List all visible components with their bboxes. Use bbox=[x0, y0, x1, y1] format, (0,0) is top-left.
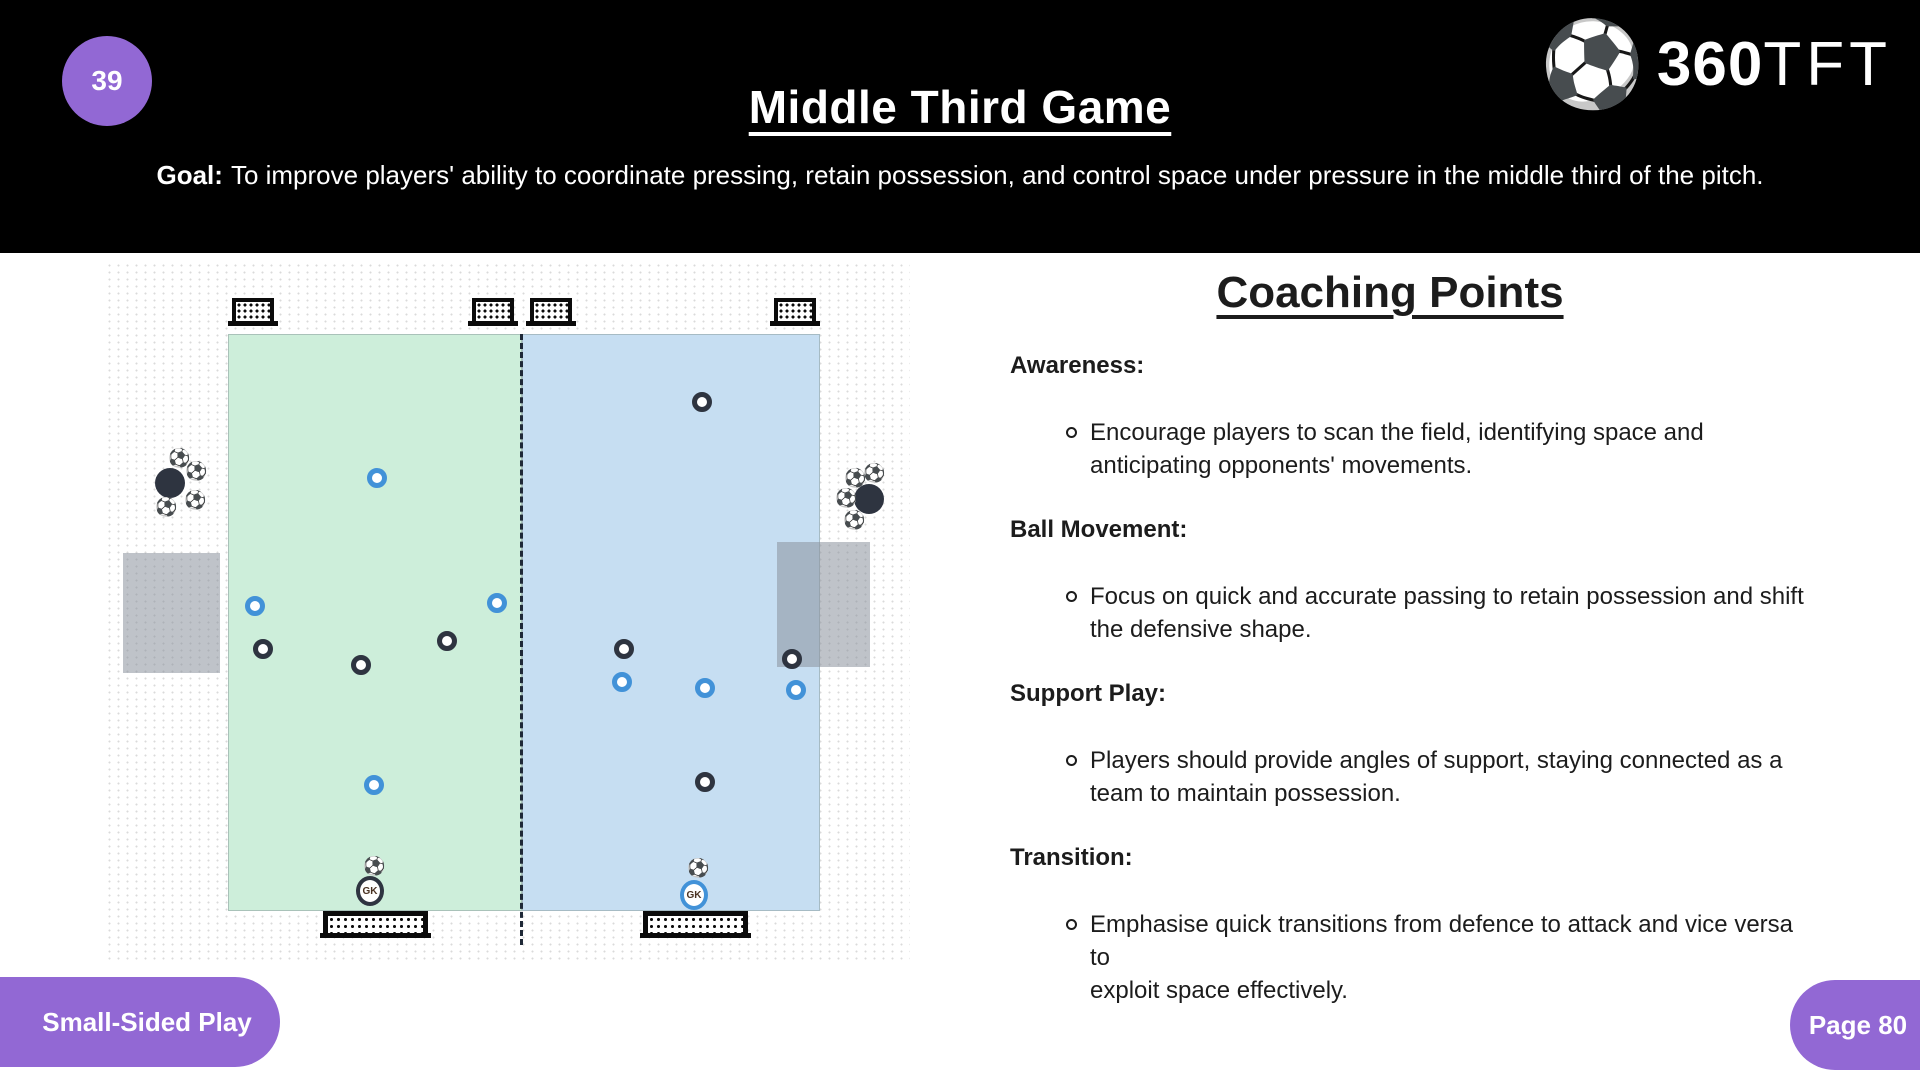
goal-statement: Goal:To improve players' ability to coor… bbox=[0, 160, 1920, 191]
soccer-ball-icon: ⚽ bbox=[185, 461, 208, 482]
section-label-transition: Transition: bbox=[1010, 844, 1133, 871]
goalkeeper-marker: GK bbox=[356, 876, 384, 906]
soccer-ball-icon: ⚽ bbox=[843, 510, 866, 531]
blue-team-player-marker bbox=[612, 672, 632, 692]
coach-zone bbox=[777, 542, 870, 667]
header: 39 Middle Third Game Goal:To improve pla… bbox=[0, 0, 1920, 253]
logo-text-tft: TFT bbox=[1763, 29, 1892, 99]
coaching-point: Encourage players to scan the field, ide… bbox=[1066, 416, 1810, 482]
coaching-points-panel: Coaching Points Awareness: Encourage pla… bbox=[970, 262, 1810, 1007]
goal-text: To improve players' ability to coordinat… bbox=[230, 160, 1764, 190]
halfway-divider bbox=[520, 334, 523, 945]
soccer-ball-icon: ⚽ bbox=[835, 488, 858, 509]
section-points: Players should provide angles of support… bbox=[970, 744, 1810, 810]
coach-zone bbox=[123, 553, 220, 673]
category-pill: Small-Sided Play bbox=[0, 977, 280, 1067]
dark-team-player-marker bbox=[782, 649, 802, 669]
blue-team-player-marker bbox=[367, 468, 387, 488]
blue-team-player-marker bbox=[487, 593, 507, 613]
goal-label: Goal: bbox=[156, 160, 223, 190]
soccer-ball-icon: ⚽ bbox=[184, 490, 207, 511]
coaching-point: Emphasise quick transitions from defence… bbox=[1066, 908, 1810, 1007]
soccer-ball-icon: ⚽ bbox=[363, 856, 386, 877]
blue-team-player-marker bbox=[695, 678, 715, 698]
drill-number-badge: 39 bbox=[62, 36, 152, 126]
blue-team-player-marker bbox=[786, 680, 806, 700]
section-points: Emphasise quick transitions from defence… bbox=[970, 908, 1810, 1007]
coaching-point: Focus on quick and accurate passing to r… bbox=[1066, 580, 1810, 646]
section-points: Encourage players to scan the field, ide… bbox=[970, 416, 1810, 482]
dark-team-player-marker bbox=[437, 631, 457, 651]
soccer-ball-icon: ⚽ bbox=[844, 468, 867, 489]
blue-team-player-marker bbox=[364, 775, 384, 795]
section-points: Focus on quick and accurate passing to r… bbox=[970, 580, 1810, 646]
coaching-point: Players should provide angles of support… bbox=[1066, 744, 1810, 810]
mini-goal-icon bbox=[526, 298, 576, 326]
mini-goal-icon bbox=[770, 298, 820, 326]
goalkeeper-marker: GK bbox=[680, 880, 708, 910]
drill-diagram: GK⚽GK⚽⚽⚽⚽⚽⚽⚽⚽⚽ bbox=[105, 262, 910, 960]
coach-marker bbox=[155, 468, 185, 498]
page-number-pill: Page 80 bbox=[1790, 980, 1920, 1070]
goal-icon bbox=[640, 911, 751, 938]
soccer-ball-icon: ⚽ bbox=[155, 497, 178, 518]
soccer-ball-icon: ⚽ bbox=[687, 858, 710, 879]
mini-goal-icon bbox=[468, 298, 518, 326]
dark-team-player-marker bbox=[253, 639, 273, 659]
soccer-ball-icon: ⚽ bbox=[168, 448, 191, 469]
dark-team-player-marker bbox=[614, 639, 634, 659]
mini-goal-icon bbox=[228, 298, 278, 326]
coach-marker bbox=[854, 484, 884, 514]
soccer-ball-logo-icon: ⚽ bbox=[1540, 15, 1645, 113]
coaching-points-heading: Coaching Points bbox=[1216, 268, 1564, 317]
section-label-awareness: Awareness: bbox=[1010, 352, 1145, 379]
dark-team-player-marker bbox=[695, 772, 715, 792]
pitch-half-green bbox=[228, 334, 522, 911]
soccer-ball-icon: ⚽ bbox=[863, 463, 886, 484]
dark-team-player-marker bbox=[692, 392, 712, 412]
brand-logo: ⚽ 360 TFT bbox=[1540, 22, 1892, 106]
pitch-half-blue bbox=[522, 334, 820, 911]
section-label-support-play: Support Play: bbox=[1010, 680, 1167, 707]
section-label-ball-movement: Ball Movement: bbox=[1010, 516, 1188, 543]
goal-icon bbox=[320, 911, 431, 938]
blue-team-player-marker bbox=[245, 596, 265, 616]
dark-team-player-marker bbox=[351, 655, 371, 675]
page-title: Middle Third Game bbox=[748, 81, 1172, 133]
logo-text-360: 360 bbox=[1656, 29, 1764, 99]
